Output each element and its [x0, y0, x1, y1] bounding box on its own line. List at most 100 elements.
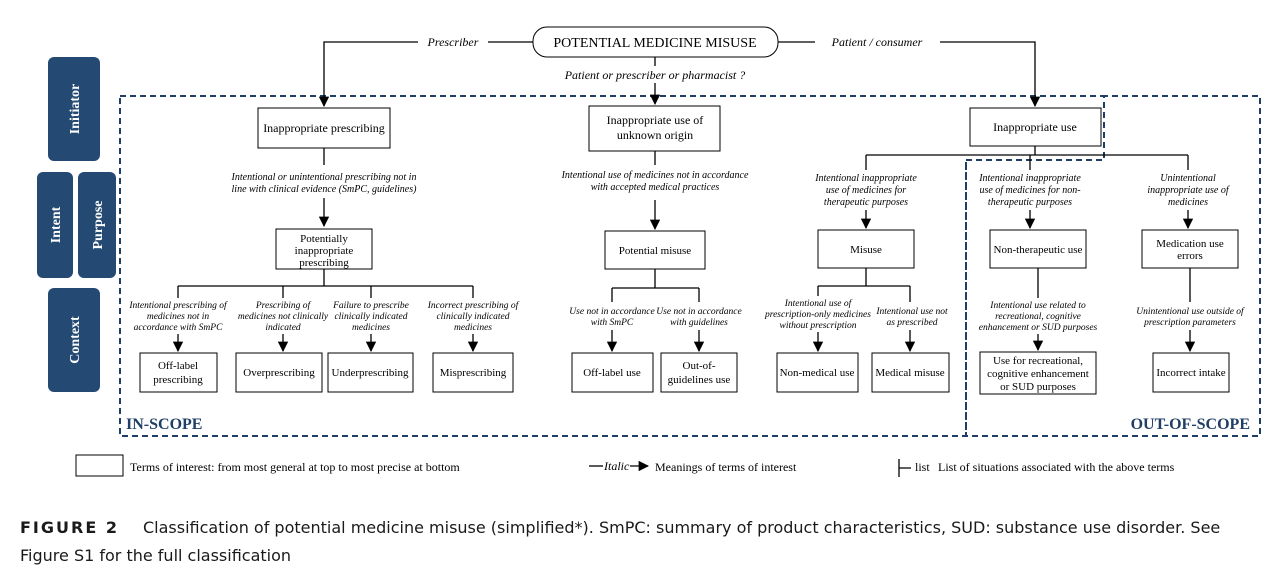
svg-text:with SmPC: with SmPC [591, 318, 634, 328]
context-note-c5: Use not in accordance with SmPC [569, 307, 654, 328]
svg-text:Inappropriate use: Inappropriate use [993, 120, 1077, 134]
svg-text:cognitive enhancement: cognitive enhancement [987, 368, 1089, 380]
svg-text:Incorrect prescribing of: Incorrect prescribing of [427, 300, 520, 311]
svg-text:Unintentional: Unintentional [1160, 173, 1216, 184]
intent-note-unintentional: Unintentional inappropriate use of medic… [1147, 173, 1230, 208]
root-node: POTENTIAL MEDICINE MISUSE [532, 26, 779, 58]
svg-text:errors: errors [1177, 250, 1203, 262]
svg-text:Intentional use not: Intentional use not [875, 307, 948, 317]
svg-text:Non-medical use: Non-medical use [780, 367, 855, 379]
svg-text:indicated: indicated [265, 323, 301, 333]
svg-text:Off-label: Off-label [158, 360, 198, 372]
context-note-c1: Intentional prescribing of medicines not… [128, 300, 228, 333]
svg-text:Intentional use related to: Intentional use related to [989, 301, 1086, 311]
svg-text:Inappropriate use of: Inappropriate use of [607, 113, 704, 127]
context-note-c2: Prescribing of medicines not clinically … [238, 300, 329, 333]
intent-note-non-therapeutic: Intentional inappropriate use of medicin… [978, 173, 1081, 208]
svg-text:guidelines use: guidelines use [668, 374, 731, 386]
out-of-scope-border [965, 95, 1261, 437]
svg-text:Unintentional use outside of: Unintentional use outside of [1136, 306, 1245, 317]
svg-text:therapeutic purposes: therapeutic purposes [824, 197, 908, 208]
svg-text:as prescribed: as prescribed [886, 318, 937, 328]
svg-text:clinically indicated: clinically indicated [436, 312, 509, 322]
figure-caption-text: Classification of potential medicine mis… [20, 518, 1221, 565]
in-scope-label: IN-SCOPE [126, 416, 202, 433]
context-note-c4: Incorrect prescribing of clinically indi… [427, 300, 520, 333]
svg-text:list: list [915, 460, 930, 474]
svg-text:Overprescribing: Overprescribing [243, 367, 315, 379]
svg-text:line with clinical evidence (S: line with clinical evidence (SmPC, guide… [232, 184, 418, 195]
svg-text:therapeutic purposes: therapeutic purposes [988, 197, 1072, 208]
svg-text:accordance with SmPC: accordance with SmPC [134, 323, 223, 333]
side-label-context: Context [48, 288, 100, 392]
svg-text:unknown origin: unknown origin [617, 128, 693, 142]
svg-text:recreational, cognitive: recreational, cognitive [995, 312, 1081, 322]
edge-label-prescriber: Prescriber [427, 35, 479, 49]
svg-text:Misuse: Misuse [850, 244, 882, 256]
svg-text:with accepted medical practice: with accepted medical practices [591, 182, 720, 193]
side-label-initiator: Initiator [48, 57, 100, 161]
svg-text:Intentional prescribing of: Intentional prescribing of [128, 300, 228, 311]
svg-text:Out-of-: Out-of- [683, 360, 716, 372]
svg-text:medicines: medicines [352, 323, 390, 333]
svg-text:Use for recreational,: Use for recreational, [993, 355, 1083, 367]
leaf-misprescribing: Misprescribing [432, 352, 514, 393]
legend-italic-key: Italic Meanings of terms of interest [589, 459, 797, 474]
node-potential-misuse: Potential misuse [604, 230, 706, 270]
leaf-non-medical-use: Non-medical use [776, 352, 859, 393]
svg-text:Terms of interest: from most g: Terms of interest: from most general at … [130, 460, 460, 474]
svg-text:prescribing: prescribing [299, 257, 349, 269]
svg-text:Intentional use of: Intentional use of [784, 298, 853, 309]
node-non-therapeutic-use: Non-therapeutic use [989, 229, 1087, 269]
svg-text:Use not in accordance: Use not in accordance [569, 307, 654, 317]
svg-text:enhancement or SUD purposes: enhancement or SUD purposes [979, 323, 1098, 333]
svg-text:Meanings of terms of interest: Meanings of terms of interest [655, 460, 797, 474]
node-inappropriate-prescribing: Inappropriate prescribing [257, 107, 391, 149]
svg-text:prescription-only medicines: prescription-only medicines [764, 310, 871, 320]
svg-text:medicines: medicines [454, 323, 492, 333]
svg-text:Italic: Italic [603, 459, 630, 473]
leaf-out-of-guidelines-use: Out-of- guidelines use [660, 352, 738, 393]
svg-text:Intentional or unintentional p: Intentional or unintentional prescribing… [231, 172, 417, 183]
node-misuse: Misuse [817, 229, 915, 269]
leaf-off-label-use: Off-label use [571, 352, 654, 393]
svg-text:or SUD purposes: or SUD purposes [1000, 381, 1076, 393]
legend-box-key: Terms of interest: from most general at … [75, 454, 460, 477]
svg-text:Non-therapeutic use: Non-therapeutic use [994, 244, 1083, 256]
svg-text:Inappropriate prescribing: Inappropriate prescribing [263, 121, 385, 135]
svg-text:clinically indicated: clinically indicated [334, 312, 407, 322]
svg-text:without prescription: without prescription [780, 321, 857, 331]
svg-text:medicines not clinically: medicines not clinically [238, 312, 329, 322]
svg-text:Prescribing of: Prescribing of [255, 300, 312, 311]
leaf-incorrect-intake: Incorrect intake [1152, 352, 1230, 393]
svg-text:prescribing: prescribing [153, 374, 203, 386]
legend-list-key: list List of situations associated with … [898, 459, 1175, 477]
svg-text:Intent: Intent [49, 206, 64, 243]
leaf-underprescribing: Underprescribing [327, 352, 414, 393]
svg-text:Use not in accordance: Use not in accordance [656, 307, 741, 317]
side-label-intent: Intent [37, 172, 73, 278]
node-inappropriate-use: Inappropriate use [969, 107, 1102, 147]
context-note-c7: Intentional use of prescription-only med… [764, 298, 871, 331]
node-medication-use-errors: Medication use errors [1141, 229, 1239, 269]
svg-text:Failure to prescribe: Failure to prescribe [332, 301, 409, 311]
svg-text:Intentional use of medicines n: Intentional use of medicines not in acco… [561, 170, 749, 181]
out-of-scope-label: OUT-OF-SCOPE [1131, 416, 1250, 433]
edge-label-center: Patient or prescriber or pharmacist ? [564, 68, 746, 82]
node-potentially-inappropriate-prescribing: Potentially inappropriate prescribing [275, 228, 373, 270]
svg-text:Intentional inappropriate: Intentional inappropriate [978, 173, 1081, 184]
svg-text:Medical misuse: Medical misuse [875, 367, 944, 379]
intent-note-unknown: Intentional use of medicines not in acco… [561, 170, 749, 193]
leaf-recreational-use: Use for recreational, cognitive enhancem… [979, 351, 1097, 395]
svg-text:prescription parameters: prescription parameters [1143, 318, 1236, 328]
svg-text:Potential misuse: Potential misuse [619, 245, 692, 257]
figure-label: FIGURE 2 [20, 518, 119, 537]
svg-text:Initiator: Initiator [68, 84, 83, 135]
svg-text:Intentional inappropriate: Intentional inappropriate [814, 173, 917, 184]
svg-text:medicines not in: medicines not in [147, 312, 210, 322]
context-note-c8: Intentional use not as prescribed [875, 307, 948, 328]
svg-text:use of medicines for non-: use of medicines for non- [979, 185, 1080, 196]
context-note-c9: Intentional use related to recreational,… [979, 301, 1098, 333]
svg-text:List of situations associated: List of situations associated with the a… [938, 460, 1175, 474]
